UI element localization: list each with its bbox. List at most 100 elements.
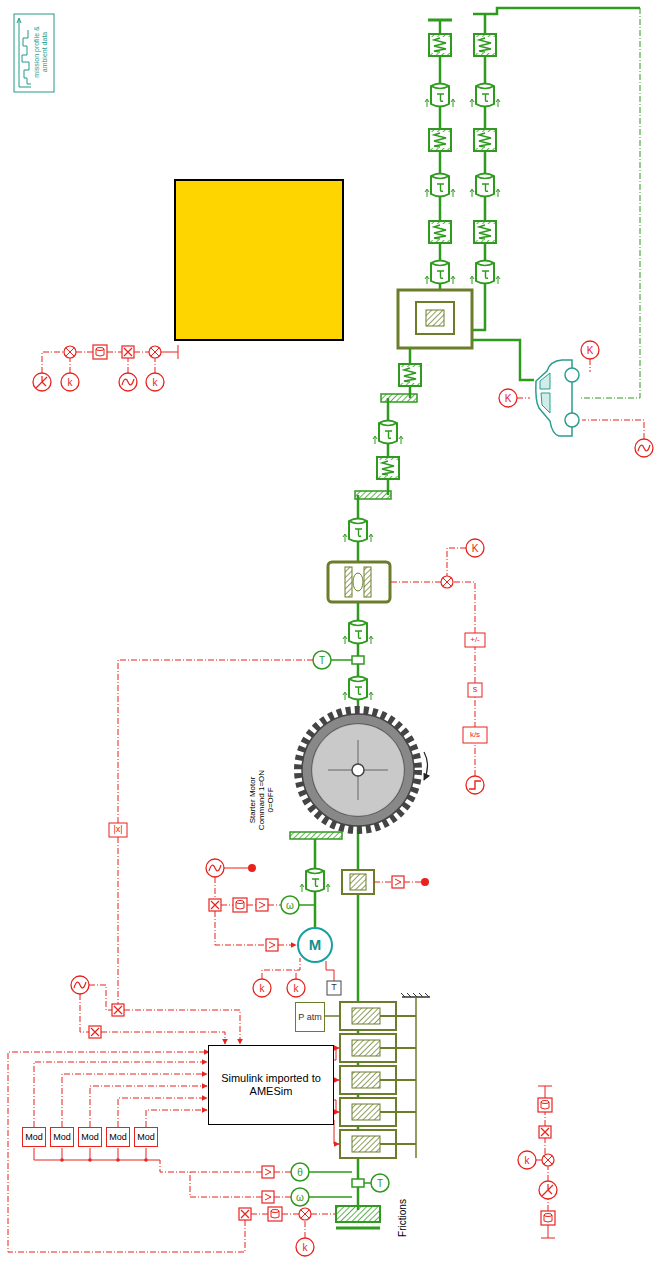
clutch: [468, 683, 482, 697]
motor-circle: M: [297, 927, 333, 963]
signal-chain-left: [89, 1026, 101, 1038]
signal-chain-bottom-right: [539, 1126, 551, 1138]
icon-caption: mission profile & ambient data: [33, 20, 48, 84]
gain-symbol: k: [260, 983, 265, 994]
starter-motor: [206, 859, 224, 877]
drive-shafts: [429, 221, 451, 243]
crank-sensors: [34, 1148, 146, 1160]
drive-shafts: [429, 129, 451, 151]
crank-sensors: [116, 1158, 120, 1162]
node-text: Simulink imported to AMESim: [209, 1072, 333, 1097]
signal-chain-bottom-right: [536, 1160, 542, 1161]
gear-train: [355, 491, 391, 499]
mod-block: Mod: [134, 1127, 158, 1147]
node-text: Mod: [53, 1132, 71, 1142]
signal-chain-bottom-right: [545, 1112, 546, 1126]
crank-sensors: [262, 1191, 274, 1203]
signal-chain-left: [8, 823, 245, 1252]
dog-clutch: [392, 876, 404, 888]
engine-cylinders: [324, 1015, 340, 1017]
vehicle: [540, 373, 550, 413]
command-note: Starter Motor Command 1=ON 0=OFF: [249, 768, 275, 832]
crank-sensors: [291, 1163, 309, 1181]
starter-motor: [256, 899, 268, 911]
vehicle: [499, 341, 653, 457]
gear-train: [377, 457, 399, 479]
clutch: [453, 582, 475, 633]
engine-cylinders: [380, 1143, 416, 1145]
torque-sensor: [343, 677, 373, 701]
frictions: [296, 1238, 314, 1256]
crank-sensors: [88, 1158, 92, 1162]
starter-motor: [262, 958, 300, 979]
gain-symbol: k: [525, 1155, 530, 1166]
vehicle: [536, 360, 579, 436]
frictions: [239, 1208, 251, 1220]
ring-gear: [352, 764, 364, 776]
mission-profile-icon: [17, 18, 31, 87]
gain-symbol: k: [153, 377, 158, 388]
dog-clutch: [342, 870, 374, 894]
starter-motor: [215, 877, 216, 899]
drive-shafts: [425, 84, 455, 108]
clutch: [364, 567, 371, 597]
crank-sensors: [291, 1188, 309, 1206]
clutch: [465, 633, 485, 647]
ring-gear: [298, 710, 428, 830]
dog-clutch: [404, 882, 421, 883]
signal-chain-bottom-right: [542, 1154, 554, 1166]
mod-block: Mod: [78, 1127, 102, 1147]
signal-chain-top: [64, 346, 76, 358]
node-text: Mod: [25, 1132, 43, 1142]
engine-cylinders: [415, 997, 417, 1158]
ring-gear: [312, 724, 404, 816]
signal-chain-top: [149, 346, 161, 358]
engine-cylinders: [380, 1111, 416, 1113]
mod-block: Mod: [106, 1127, 130, 1147]
drive-shafts: [428, 19, 452, 22]
clutch: [475, 647, 476, 683]
vehicle: [582, 420, 644, 439]
engine-cylinders: [401, 993, 429, 997]
gear-train: [399, 364, 421, 386]
starter-motor: [224, 868, 248, 869]
torque-sensor: [331, 659, 352, 661]
signal-chain-bottom-right: [548, 1199, 549, 1211]
frictions: [282, 1214, 299, 1215]
starter-motor: [299, 904, 315, 906]
signal-connector: [62, 1074, 207, 1127]
dog-clutch: [350, 874, 366, 890]
drive-shafts: [439, 20, 442, 290]
gear-train: [387, 398, 390, 495]
starter-motor: [215, 911, 266, 945]
engine-cylinders: [352, 1104, 380, 1120]
engine-cylinders: [324, 993, 430, 1158]
starter-motor: [287, 979, 305, 997]
gain-symbol: k: [303, 1242, 308, 1253]
crank-sensors: [60, 1158, 64, 1162]
sensor-symbol: θ: [297, 1167, 303, 1178]
starter-motor: [278, 945, 296, 946]
gain-symbol: K: [587, 345, 594, 356]
clutch: [441, 576, 453, 588]
signal-chain-top: [33, 373, 51, 391]
starter-motor: [253, 979, 271, 997]
drive-shafts: [425, 261, 455, 285]
signal-chain-left: [118, 837, 119, 1004]
crank-sensors: [352, 1179, 364, 1187]
signal-chain-left: [71, 976, 89, 994]
clutch: [475, 697, 476, 728]
thermal-port: T: [331, 983, 337, 993]
vehicle: [565, 368, 579, 382]
starter-motor: [296, 970, 297, 979]
ring-gear: [328, 740, 388, 800]
clutch: [466, 539, 484, 557]
crank-sensors: [262, 1166, 274, 1178]
frictions: [336, 1227, 380, 1230]
frictions: [336, 1206, 380, 1222]
clutch: [328, 562, 390, 602]
dog-clutch: [421, 878, 429, 886]
crank-sensors: [274, 1172, 291, 1173]
frictions: [268, 1207, 282, 1221]
